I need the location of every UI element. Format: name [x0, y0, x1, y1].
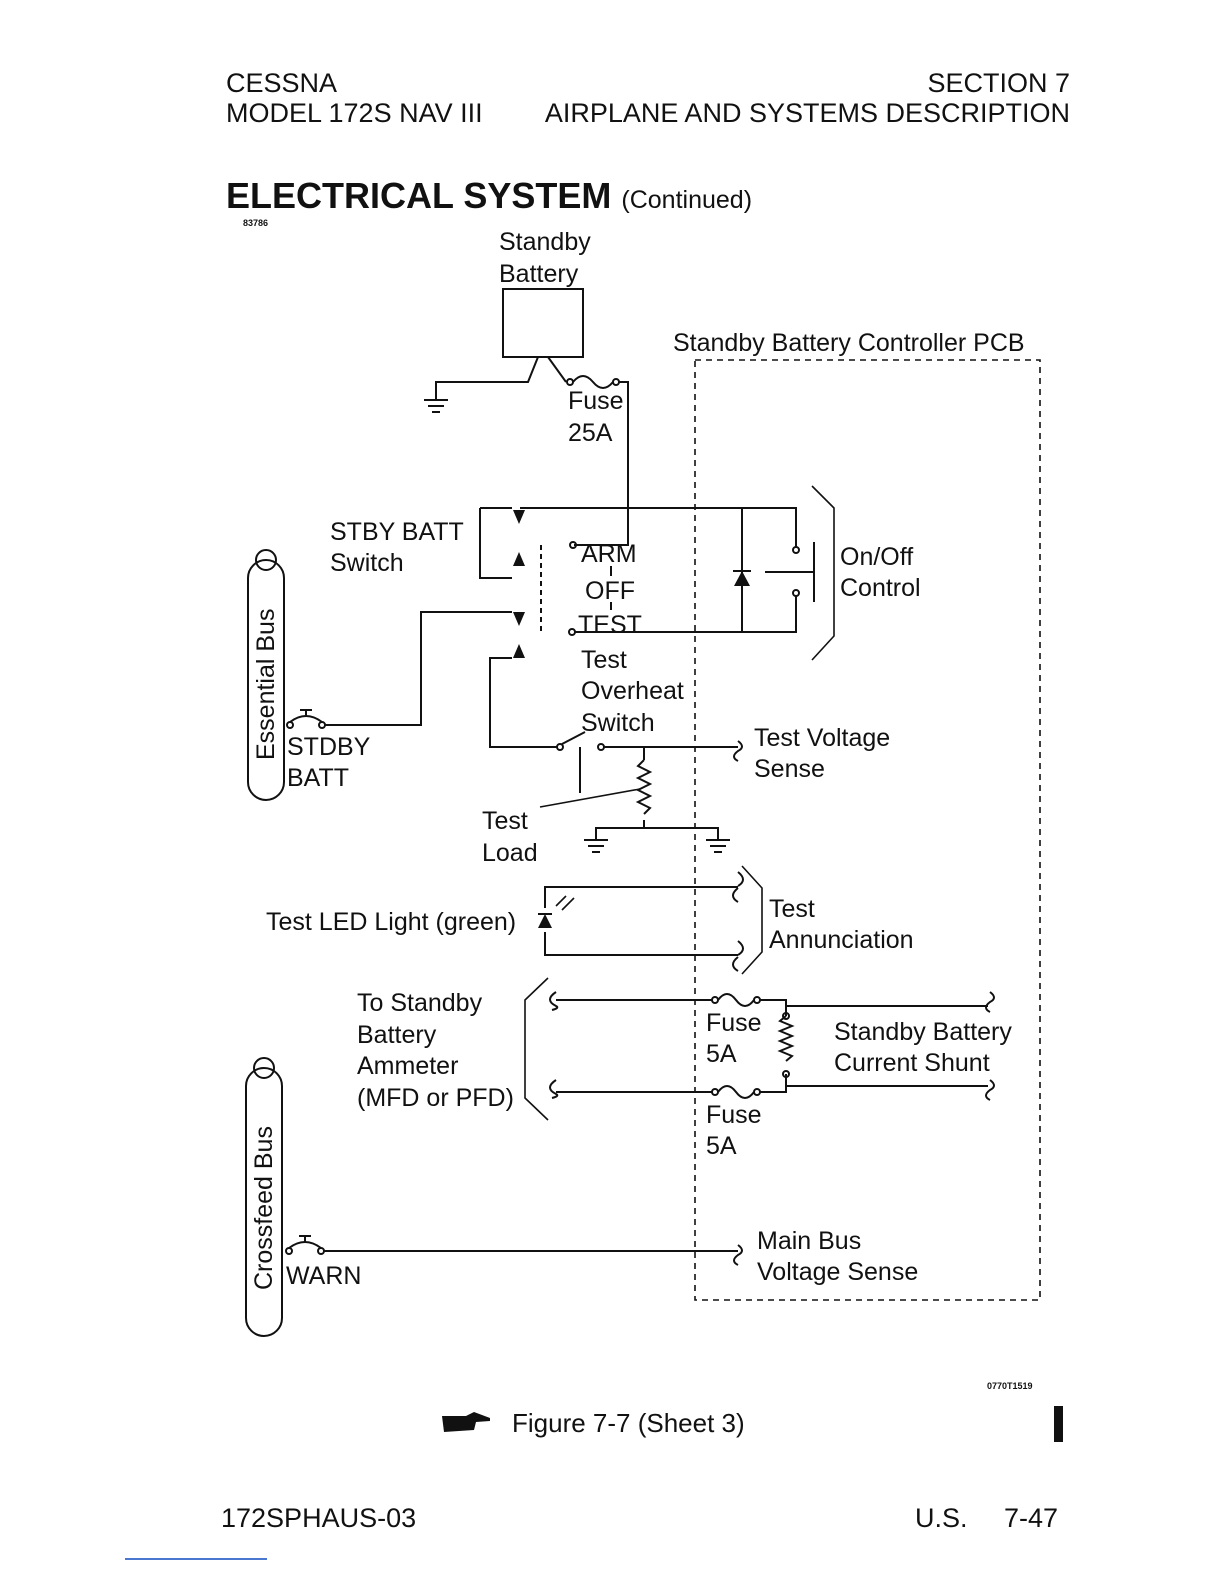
on-off-control-label-1: On/Off [840, 543, 913, 571]
test-voltage-sense-label-2: Sense [754, 755, 825, 783]
header-section: SECTION 7 [927, 68, 1070, 98]
crossfeed-bus-label: Crossfeed Bus [250, 1126, 278, 1290]
switch-position-arm: ARM [581, 540, 637, 568]
fuse-5a-upper-label-2: 5A [706, 1040, 737, 1068]
test-annunciation-label-2: Annunciation [769, 926, 914, 954]
test-led-diode [538, 914, 552, 928]
standby-battery-label-2: Battery [499, 260, 579, 288]
test-voltage-sense-label-1: Test Voltage [754, 724, 890, 752]
page-title: ELECTRICAL SYSTEM (Continued) [226, 175, 752, 217]
warn-breaker [285, 1235, 325, 1255]
test-load-label-2: Load [482, 839, 538, 867]
on-off-control-label-2: Control [840, 574, 921, 602]
ammeter-label-2: Battery [357, 1021, 437, 1049]
stdby-batt-label-2: BATT [287, 764, 349, 792]
fuse-25a-label-1: Fuse [568, 387, 624, 415]
main-bus-voltage-label-1: Main Bus [757, 1227, 861, 1255]
test-load-label-1: Test [482, 807, 528, 835]
test-annunciation-label-1: Test [769, 895, 815, 923]
stby-batt-switch-label-2: Switch [330, 549, 404, 577]
ground-symbol-load [584, 839, 608, 853]
ground-symbol-pcb [706, 839, 730, 853]
current-shunt-label-2: Current Shunt [834, 1049, 990, 1077]
page-edge-line [125, 1558, 267, 1560]
test-led-label: Test LED Light (green) [266, 908, 516, 936]
test-overheat-label-3: Switch [581, 709, 655, 737]
switch-position-test: TEST [578, 611, 642, 639]
stdby-batt-label-1: STDBY [287, 733, 371, 761]
footer-page-number: 7-47 [1004, 1503, 1059, 1533]
test-overheat-label-1: Test [581, 646, 627, 674]
ammeter-label-1: To Standby [357, 989, 483, 1017]
footer-region: U.S. [915, 1503, 968, 1533]
footer-doc-id: 172SPHAUS-03 [221, 1503, 417, 1533]
ammeter-label-4: (MFD or PFD) [357, 1084, 514, 1112]
standby-battery-box [502, 288, 584, 358]
header-manufacturer: CESSNA [226, 68, 338, 98]
change-bar [1054, 1406, 1063, 1442]
warn-label: WARN [286, 1262, 361, 1290]
fuse-5a-lower-symbol [711, 1085, 761, 1099]
controller-pcb-boundary [694, 359, 1041, 1301]
header-left: CESSNA MODEL 172S NAV III [226, 68, 483, 128]
header-model: MODEL 172S NAV III [226, 98, 483, 128]
switch-position-off: OFF [585, 577, 635, 605]
fuse-5a-lower-label-2: 5A [706, 1132, 737, 1160]
ammeter-label-3: Ammeter [357, 1052, 458, 1080]
header-right: SECTION 7 AIRPLANE AND SYSTEMS DESCRIPTI… [545, 68, 1070, 128]
standby-battery-label-1: Standby [499, 228, 591, 256]
crossfeed-bus [245, 1067, 283, 1337]
header-section-title: AIRPLANE AND SYSTEMS DESCRIPTION [544, 98, 1070, 128]
essential-bus [247, 559, 285, 801]
stby-batt-switch-label-1: STBY BATT [330, 518, 464, 546]
controller-pcb-label: Standby Battery Controller PCB [673, 329, 1025, 357]
main-bus-voltage-label-2: Voltage Sense [757, 1258, 918, 1286]
fuse-5a-upper-symbol [711, 993, 761, 1007]
fuse-5a-upper-label-1: Fuse [706, 1009, 762, 1037]
figure-caption: Figure 7-7 (Sheet 3) [512, 1408, 745, 1438]
fuse-25a-label-2: 25A [568, 419, 613, 447]
title-continued: (Continued) [621, 186, 753, 214]
test-overheat-label-2: Overheat [581, 677, 684, 705]
current-shunt-label-1: Standby Battery [834, 1018, 1012, 1046]
drawing-code: 83786 [243, 218, 269, 228]
pointing-hand-icon [442, 1412, 490, 1432]
drawing-number: 0770T1519 [987, 1381, 1033, 1391]
test-load-resistor [635, 759, 653, 815]
ground-symbol-battery [424, 399, 448, 413]
fuse-5a-lower-label-1: Fuse [706, 1101, 762, 1129]
stdby-batt-breaker [286, 709, 326, 729]
essential-bus-label: Essential Bus [252, 609, 280, 760]
current-shunt-resistor [777, 1015, 795, 1062]
title-main: ELECTRICAL SYSTEM [226, 175, 612, 216]
